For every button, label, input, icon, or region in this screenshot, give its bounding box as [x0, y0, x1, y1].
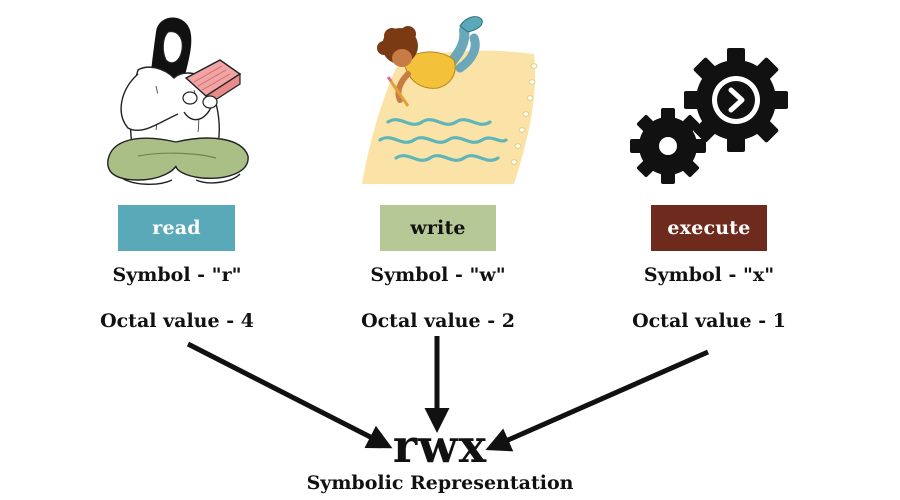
arrow-from-read	[186, 341, 393, 449]
write-octal-text: Octal value - 2	[361, 310, 515, 332]
read-permission-label: read	[118, 205, 235, 251]
execute-permission-label: execute	[651, 205, 767, 251]
arrow-from-execute	[485, 349, 710, 452]
read-octal-text: Octal value - 4	[100, 310, 254, 332]
gears-play-icon	[630, 48, 788, 184]
execute-octal-text: Octal value - 1	[632, 310, 786, 332]
person-writing-on-paper-icon	[362, 16, 538, 184]
result-caption: Symbolic Representation	[306, 472, 574, 494]
execute-symbol-text: Symbol - "x"	[643, 264, 775, 286]
result-symbol: rwx	[392, 419, 488, 473]
read-symbol-text: Symbol - "r"	[112, 264, 242, 286]
write-permission-label: write	[380, 205, 496, 251]
person-reading-book-icon	[107, 17, 249, 185]
write-symbol-text: Symbol - "w"	[370, 264, 506, 286]
